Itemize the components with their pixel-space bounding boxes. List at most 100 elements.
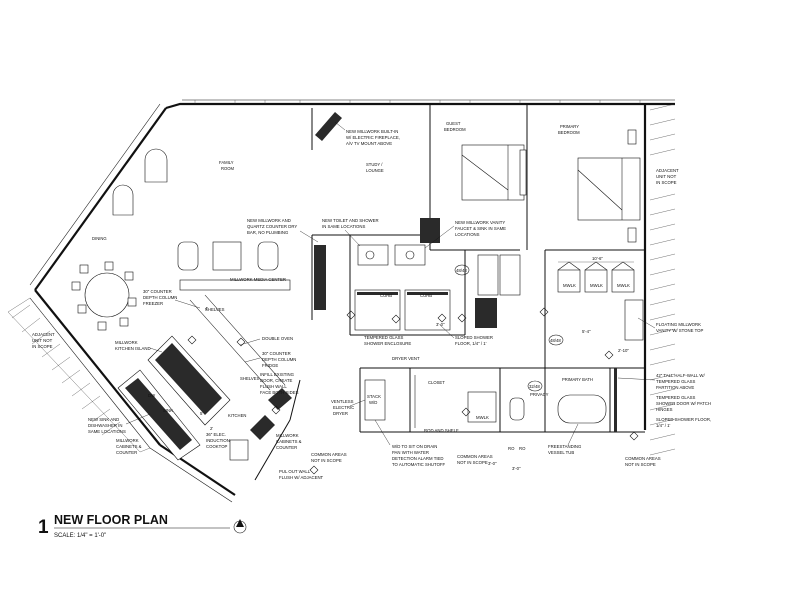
dim-4: 3'-0" [436, 322, 445, 327]
note-floating-vanity-1: FLOATING MILLWORK [656, 322, 701, 327]
note-infill-3: FLUSH WALL [260, 384, 287, 389]
note-fireplace-2: W/ ELECTRIC FIREPLACE, [346, 135, 400, 140]
note-half-wall-2: TEMPERED GLASS [656, 379, 696, 384]
note-island-2: KITCHEN ISLAND [115, 346, 151, 351]
annotations: NEW MILLWORK BUILT-IN W/ ELECTRIC FIREPL… [32, 121, 711, 480]
dimensions: 10'-6" 5'-4" 2'-10" 3'-0" 3'-0" 3'-0" 5'… [200, 256, 634, 471]
note-fridge-col-1: 30" COUNTER [143, 289, 172, 294]
note-fridge-col2-1: 30" COUNTER [262, 351, 291, 356]
note-fireplace-3: A/V TV MOUNT ABOVE [346, 141, 392, 146]
note-common2-1: COMMON AREAS [457, 454, 493, 459]
note-millwork-cab-2: CABINETS & [116, 444, 142, 449]
note-millwork-cab2-2: CABINETS & [276, 439, 302, 444]
door-tags [187, 307, 639, 475]
note-dryer-vent: DRYER VENT [392, 356, 420, 361]
tag-3: 32/48 [529, 384, 540, 389]
note-vanity-2: FAUCET & SINK IN SAME [455, 226, 506, 231]
drawing-scale: SCALE: 1/4" = 1'-0" [54, 533, 106, 539]
note-tub-1: FREESTANDING [548, 444, 582, 449]
adjacent-hatch [7, 103, 676, 456]
note-infill-1: INFILL EXISTING [260, 372, 295, 377]
note-pull-out-2: FLUSH W/ ADJACENT [279, 475, 324, 480]
note-ventless-2: ELECTRIC [333, 405, 354, 410]
note-sloped-floor2-2: 1/4" / 1' [656, 423, 670, 428]
guest-label-2: BEDROOM [444, 127, 466, 132]
note-common1-1: COMMON AREAS [311, 452, 347, 457]
note-ventless-1: VENTLESS [331, 399, 354, 404]
note-tub-2: VESSEL TUB [548, 450, 574, 455]
title-block: 1 NEW FLOOR PLAN SCALE: 1/4" = 1'-0" [38, 513, 247, 539]
kitchen-millwork [117, 294, 292, 461]
note-fridge-col2-3: FRIDGE [262, 363, 278, 368]
note-rod-shelf: ROD AND SHELF [424, 428, 459, 433]
dim-6: 3'-0" [512, 466, 521, 471]
note-fireplace-1: NEW MILLWORK BUILT-IN [346, 129, 398, 134]
drawing-title: NEW FLOOR PLAN [54, 513, 168, 527]
family-room-furniture [112, 148, 291, 291]
note-sink-dw-3: SAME LOCATIONS [88, 429, 126, 434]
note-sink-dw-2: DISHWASHER IN [88, 423, 122, 428]
note-drain-pan-4: TO AUTOMATIC SHUTOFF [392, 462, 446, 467]
drawing-number: 1 [38, 517, 49, 538]
note-drain-pan-1: W/D TO SIT ON DRAIN [392, 444, 437, 449]
dim-1: 10'-6" [592, 256, 603, 261]
dim-2: 5'-4" [582, 329, 591, 334]
dim-8: 2' [210, 426, 213, 431]
note-adjacent-right-3: IN SCOPE [656, 180, 677, 185]
note-double-oven: DOUBLE OVEN [262, 336, 293, 341]
study-label-1: STUDY / [366, 162, 383, 167]
dining-label: DINING [92, 236, 107, 241]
note-pull-out-1: PUL OUT WALL [279, 469, 311, 474]
privacy-label: PRIVACY [530, 392, 549, 397]
note-fridge-col-2: DEPTH COLUMN [143, 295, 177, 300]
dim-7: 5' [200, 411, 203, 416]
note-vanity-3: LOCATIONS [455, 232, 480, 237]
guest-label-1: GUEST [446, 121, 461, 126]
closet-label: CLOSET [428, 380, 445, 385]
bathroom-fixtures [314, 218, 521, 331]
note-millwork-cab-1: MILLWORK [116, 438, 139, 443]
note-common3-1: COMMON AREAS [625, 456, 661, 461]
note-shower-door-3: HINGES [656, 407, 673, 412]
note-common1-2: NOT IN SCOPE [311, 458, 342, 463]
note-drain-pan-3: DETECTION ALARM TIED [392, 456, 444, 461]
mwlk-label-2: MWLK [563, 283, 576, 288]
tag-2: 48/48 [550, 338, 561, 343]
stack-label-2: W/D [369, 400, 377, 405]
note-millwork-cab2-3: COUNTER [276, 445, 297, 450]
note-cooktop-3: COOKTOP [206, 444, 228, 449]
note-shower-door-1: TEMPERED GLASS [656, 395, 696, 400]
note-toilet-shower-1: NEW TOILET AND SHOWER [322, 218, 379, 223]
note-island-1: MILLWORK [115, 340, 138, 345]
note-millwork-counter-3: BAR, NO PLUMBING [247, 230, 289, 235]
shelves-label-2: SHELVES [240, 376, 260, 381]
note-toilet-shower-2: IN SAME LOCATIONS [322, 224, 366, 229]
mwlk-label-4: MWLK [617, 283, 630, 288]
note-infill-4: FACE BOTH SIDES [260, 390, 299, 395]
guest-bed [461, 144, 527, 201]
note-common3-2: NOT IN SCOPE [625, 462, 656, 467]
note-glass-shower-2: SHOWER ENCLOSURE [364, 341, 411, 346]
primary-bath-fixtures [364, 299, 644, 432]
mwlk-label-1: MWLK [476, 415, 489, 420]
study-furniture [315, 112, 342, 141]
circle-tags: 48/48 48/48 32/48 [454, 264, 564, 392]
note-adjacent-left-2: UNIT NOT [32, 338, 53, 343]
primary-bath-label: PRIMARY BATH [562, 377, 593, 382]
note-adjacent-right-1: ADJACENT [656, 168, 679, 173]
note-sloped-floor-2: FLOOR, 1/4" / 1' [455, 341, 487, 346]
note-cooktop-1: 36" ELEC. [206, 432, 226, 437]
tag-1: 48/48 [456, 268, 467, 273]
dim-3: 2'-10" [618, 348, 629, 353]
dim-9: 4' [205, 306, 208, 311]
kitchen-label: KITCHEN [228, 413, 246, 418]
note-sloped-floor2-1: SLOPED SHOWER FLOOR, [656, 417, 711, 422]
curb-label-1: CURB [380, 293, 392, 298]
note-millwork-cab-3: COUNTER [116, 450, 137, 455]
note-millwork-cab2-1: MILLWORK [276, 433, 299, 438]
note-infill-2: DOOR, CREATE [260, 378, 293, 383]
sink-label: SINK [163, 408, 173, 413]
note-sink-dw-1: NEW SINK AND [88, 417, 119, 422]
dim-5: 3'-0" [488, 461, 497, 466]
